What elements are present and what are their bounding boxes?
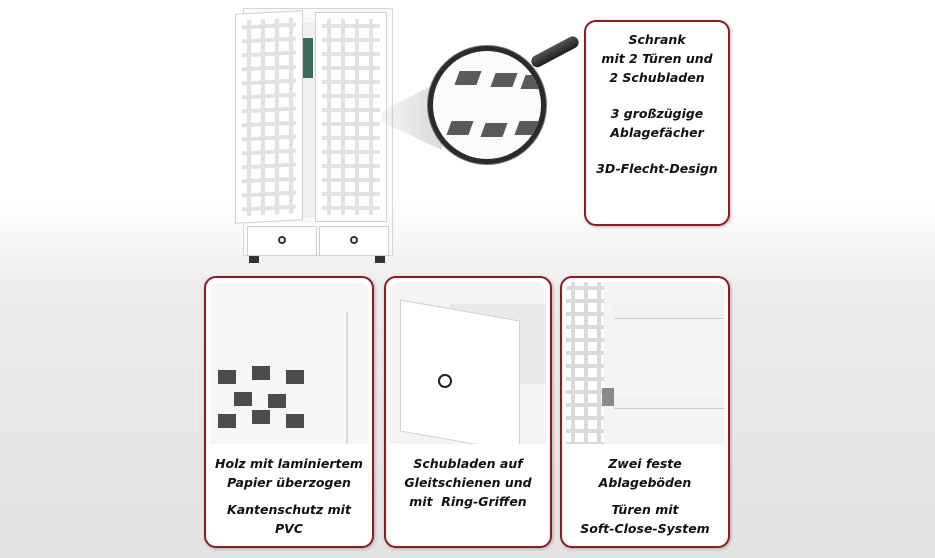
text-line: mit Ring-Griffen [409, 494, 527, 509]
magnifier-lens [428, 46, 546, 164]
text-line: Schubladen auf [413, 456, 523, 471]
text-line: Holz mit laminiertem [215, 456, 363, 471]
right-door [315, 12, 387, 222]
ring-handle [278, 236, 286, 244]
feature-text-shelves: Zwei feste Ablageböden Türen mit Soft-Cl… [568, 454, 722, 538]
weave-square [514, 121, 541, 135]
text-line: Gleitschienen und [404, 475, 532, 490]
bottle [303, 38, 313, 78]
left-door [235, 10, 303, 224]
feature-text-top: Schrank mit 2 Türen und 2 Schubladen 3 g… [592, 30, 722, 178]
text-line: 2 Schubladen [609, 70, 705, 85]
feature-panel-drawers: Schubladen auf Gleitschienen und mit Rin… [384, 276, 552, 548]
left-drawer [247, 226, 317, 256]
cabinet-image [235, 8, 393, 264]
ring-handle [438, 374, 452, 388]
right-drawer [319, 226, 389, 256]
text-line: Papier überzogen [227, 475, 351, 490]
foot [375, 256, 385, 263]
feature-panel-shelves: Zwei feste Ablageböden Türen mit Soft-Cl… [560, 276, 730, 548]
weave-square [454, 71, 482, 85]
material-closeup-photo [210, 282, 368, 444]
drawer-closeup-photo [390, 282, 546, 444]
weave-square [490, 73, 518, 87]
foot [249, 256, 259, 263]
feature-panel-top: Schrank mit 2 Türen und 2 Schubladen 3 g… [584, 20, 730, 226]
feature-panel-material: Holz mit laminiertem Papier überzogen Ka… [204, 276, 374, 548]
text-line: Zwei feste [608, 456, 682, 471]
text-line: Ablageböden [598, 475, 692, 490]
hinge [602, 388, 614, 406]
ring-handle [350, 236, 358, 244]
text-line: Schrank [628, 32, 686, 47]
text-line: 3D-Flecht-Design [596, 161, 718, 176]
text-line: mit 2 Türen und [601, 51, 713, 66]
weave-square [480, 123, 508, 137]
feature-text-drawers: Schubladen auf Gleitschienen und mit Rin… [392, 454, 544, 511]
text-line: 3 großzügige [610, 106, 704, 121]
feature-text-material: Holz mit laminiertem Papier überzogen Ka… [212, 454, 366, 538]
text-line: Kantenschutz mit PVC [227, 502, 351, 536]
text-line: Türen mit [611, 502, 679, 517]
shelf-closeup-photo [566, 282, 724, 444]
text-line: Ablagefächer [610, 125, 704, 140]
weave-square [446, 121, 474, 135]
text-line: Soft-Close-System [580, 521, 710, 536]
